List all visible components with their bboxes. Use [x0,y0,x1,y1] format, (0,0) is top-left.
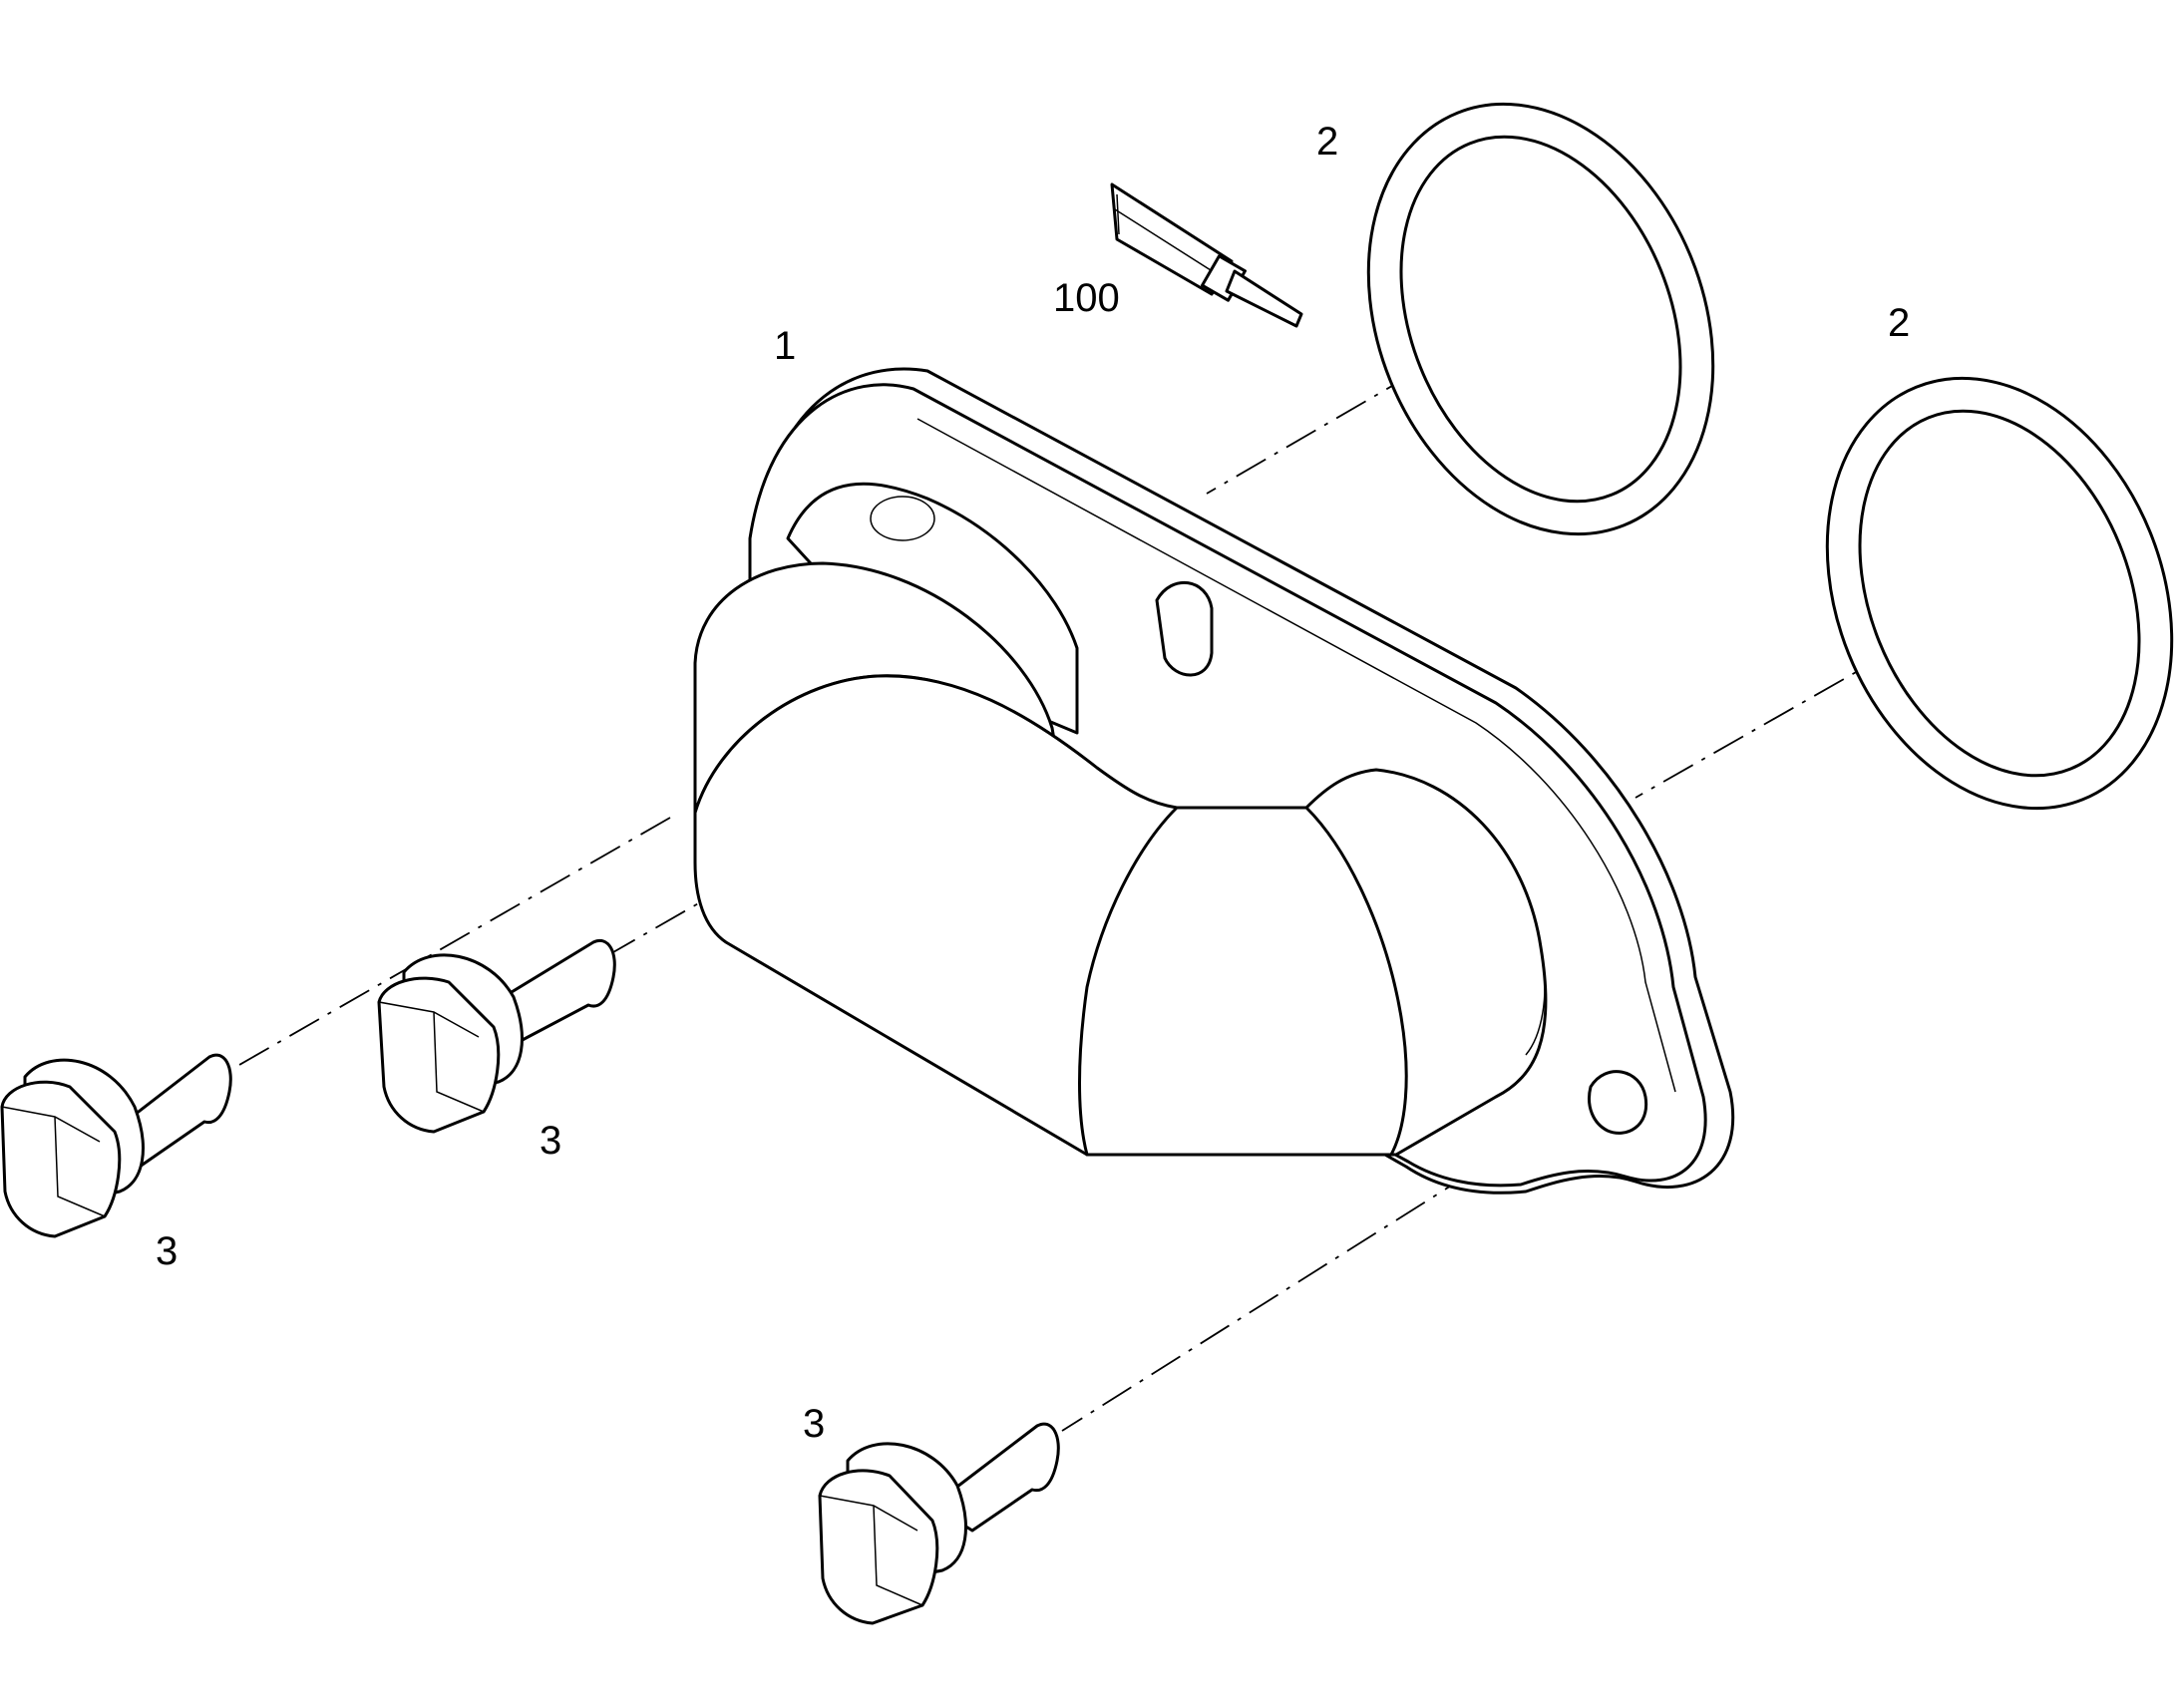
bolt-left-hex-head [0,1080,122,1238]
callout-bolt-left: 3 [156,1229,178,1273]
sealant-tube-body [1110,182,1234,296]
o-ring-lower-inner [1858,409,2141,778]
housing-upper-boss-ring [870,496,935,541]
callout-bolt-mid: 3 [540,1119,561,1163]
sealant-tube-nozzle [1225,269,1303,328]
housing-bolt-hole-upper [1155,581,1214,677]
bolt-bottom-hex-edges [819,1495,923,1606]
callout-o-ring-upper: 2 [1316,120,1338,164]
callout-bolt-bottom: 3 [803,1402,825,1446]
o-ring-lower[interactable] [1765,326,2180,860]
housing-flange-edge [916,418,1676,1093]
sealant-tube-crimp [1116,193,1120,235]
axis-bottom-bolt [1061,1078,1622,1432]
bolt-bottom[interactable] [818,1422,1060,1625]
o-ring-upper-inner [1399,135,1682,504]
housing-bolt-hole-lower [1588,1070,1648,1135]
callout-housing: 1 [774,324,796,368]
callout-labels: 1 2 2 100 3 3 3 [156,120,1910,1446]
housing-part[interactable] [693,367,1735,1195]
callout-sealant: 100 [1053,276,1120,320]
o-ring-upper[interactable] [1306,52,1774,586]
sealant-tube-fold [1114,208,1223,278]
bolt-left[interactable] [0,1053,232,1238]
callout-o-ring-lower: 2 [1888,301,1910,345]
bolt-mid-hex-edges [378,1001,485,1113]
bolt-mid[interactable] [377,938,616,1134]
sealant-tube[interactable] [1110,182,1303,328]
bolt-bottom-hex-head [818,1469,939,1625]
axis-left-bolt [238,817,671,1066]
housing-lower-boss [1375,769,1546,1056]
bolt-mid-hex-head [377,976,501,1134]
bolt-left-hex-edges [1,1106,106,1217]
housing-elbow [1078,806,1408,1157]
